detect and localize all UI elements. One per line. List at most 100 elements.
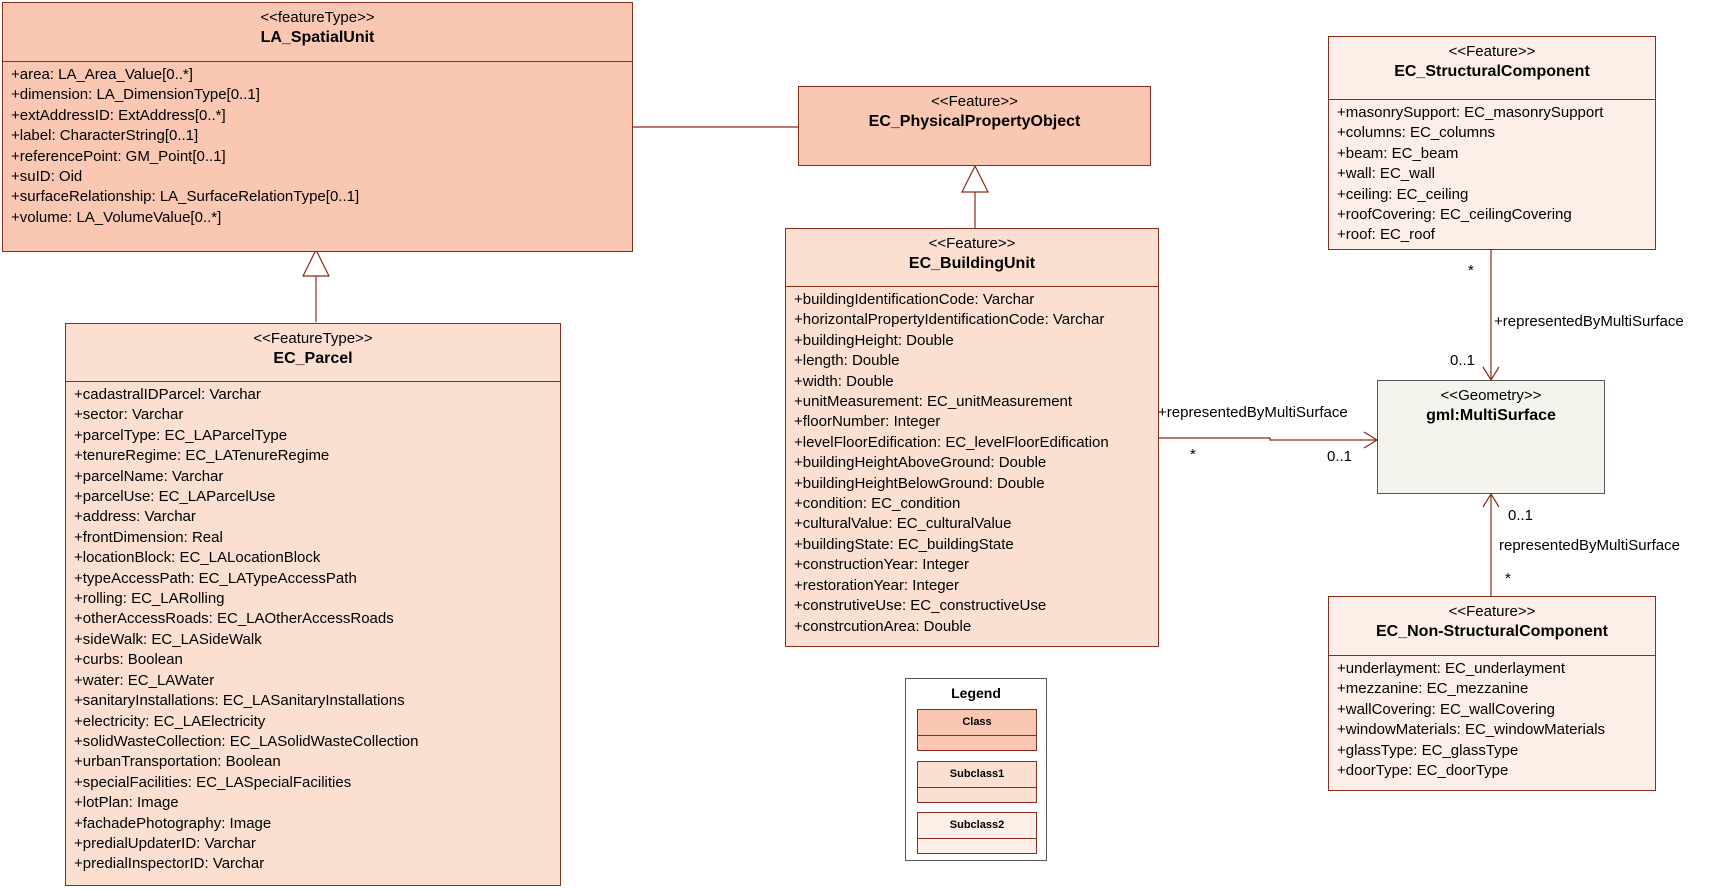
class-attribute: +floorNumber: Integer bbox=[794, 413, 941, 431]
class-attribute: +parcelName: Varchar bbox=[74, 467, 224, 485]
class-stereotype: <<Feature>> bbox=[1448, 603, 1536, 620]
class-attribute: +constructionYear: Integer bbox=[794, 556, 969, 574]
class-attribute: +wallCovering: EC_wallCovering bbox=[1337, 700, 1556, 718]
class-attribute: +water: EC_LAWater bbox=[74, 671, 215, 689]
class-attribute: +roofCovering: EC_ceilingCovering bbox=[1337, 206, 1572, 224]
class-name: EC_PhysicalPropertyObject bbox=[868, 113, 1081, 130]
class-la-spatialunit[interactable]: <<featureType>> LA_SpatialUnit +area: LA… bbox=[2, 2, 633, 252]
legend-swatch-class: Class bbox=[917, 709, 1037, 751]
class-attribute: +underlayment: EC_underlayment bbox=[1337, 660, 1566, 677]
class-stereotype: <<featureType>> bbox=[260, 9, 375, 26]
attribute-list: +cadastralIDParcel: Varchar+sector: Varc… bbox=[66, 381, 560, 885]
legend-label-subclass2: Subclass2 bbox=[918, 813, 1036, 839]
class-name: EC_Parcel bbox=[273, 350, 353, 367]
class-attribute: +length: Double bbox=[794, 352, 900, 370]
attribute-list: +buildingIdentificationCode: Varchar +hor… bbox=[786, 286, 1158, 646]
class-attribute: +fachadePhotography: Image bbox=[74, 814, 272, 832]
class-header: <<Feature>> EC_StructuralComponent bbox=[1329, 37, 1655, 82]
legend-label-class: Class bbox=[918, 710, 1036, 736]
multiplicity-structural-target: 0..1 bbox=[1450, 352, 1476, 369]
class-attribute: +typeAccessPath: EC_LATypeAccessPath bbox=[74, 569, 357, 587]
class-attribute: +dimension: LA_DimensionType[0..1] bbox=[11, 86, 260, 104]
class-stereotype: <<Feature>> bbox=[1448, 43, 1536, 60]
class-attribute: +unitMeasurement: EC_unitMeasurement bbox=[794, 393, 1073, 411]
association-line-building-surface bbox=[1159, 437, 1377, 441]
class-attribute: +label: CharacterString[0..1] bbox=[11, 127, 199, 145]
class-attribute: +constrcutionArea: Double bbox=[794, 617, 972, 635]
legend-swatch-subclass2: Subclass2 bbox=[917, 812, 1037, 854]
class-attribute: +area: LA_Area_Value[0..*] bbox=[11, 66, 193, 83]
class-name: LA_SpatialUnit bbox=[260, 29, 375, 46]
class-attribute: +horizontalPropertyIdentificationCode: V… bbox=[794, 311, 1105, 329]
class-attribute: +suID: Oid bbox=[11, 168, 83, 186]
class-attribute: +levelFloorEdification: EC_levelFloorEdi… bbox=[794, 433, 1109, 451]
class-attribute: +columns: EC_columns bbox=[1337, 124, 1495, 142]
class-header: <<Feature>> EC_Non-StructuralComponent bbox=[1329, 597, 1655, 642]
class-attribute: +rolling: EC_LARolling bbox=[74, 590, 225, 608]
class-stereotype: <<FeatureType>> bbox=[253, 330, 373, 347]
class-attribute: +beam: EC_beam bbox=[1337, 144, 1459, 162]
class-name: EC_BuildingUnit bbox=[908, 255, 1036, 272]
class-name: EC_Non-StructuralComponent bbox=[1376, 623, 1608, 640]
class-attribute: +glassType: EC_glassType bbox=[1337, 741, 1519, 759]
attribute-list: +area: LA_Area_Value[0..*] +dimension: LA… bbox=[3, 61, 632, 251]
legend-label-subclass1: Subclass1 bbox=[918, 762, 1036, 788]
role-label-nonstructural-surface: representedByMultiSurface bbox=[1499, 537, 1680, 554]
class-ec-buildingunit[interactable]: <<Feature>> EC_BuildingUnit +buildingIde… bbox=[785, 228, 1159, 647]
class-attribute: +buildingIdentificationCode: Varchar bbox=[794, 291, 1035, 308]
legend: Legend Class Subclass1 Subclass2 bbox=[905, 678, 1047, 861]
multiplicity-nonstructural-source: * bbox=[1505, 570, 1511, 587]
class-ec-structuralcomponent[interactable]: <<Feature>> EC_StructuralComponent +maso… bbox=[1328, 36, 1656, 250]
attribute-list: +underlayment: EC_underlayment+mezzanine… bbox=[1329, 655, 1655, 790]
class-attribute: +buildingHeightAboveGround: Double bbox=[794, 454, 1047, 472]
class-attribute: +urbanTransportation: Boolean bbox=[74, 753, 281, 771]
class-stereotype: <<Feature>> bbox=[928, 235, 1016, 252]
generalization-arrow-building bbox=[961, 164, 989, 193]
class-attribute: +windowMaterials: EC_windowMaterials bbox=[1337, 721, 1606, 739]
class-attribute: +sideWalk: EC_LASideWalk bbox=[74, 630, 262, 648]
class-attribute: +curbs: Boolean bbox=[74, 651, 183, 669]
class-attribute: +solidWasteCollection: EC_LASolidWasteCo… bbox=[74, 732, 419, 750]
class-stereotype: <<Feature>> bbox=[931, 93, 1018, 110]
class-attribute: +construtiveUse: EC_constructiveUse bbox=[794, 597, 1047, 615]
class-ec-nonstructuralcomponent[interactable]: <<Feature>> EC_Non-StructuralComponent +… bbox=[1328, 596, 1656, 791]
class-attribute: +electricity: EC_LAElectricity bbox=[74, 712, 266, 730]
class-gml-multisurface[interactable]: <<Geometry>> gml:MultiSurface bbox=[1377, 380, 1605, 494]
class-attribute: +tenureRegime: EC_LATenureRegime bbox=[74, 447, 330, 465]
class-attribute: +restorationYear: Integer bbox=[794, 576, 959, 594]
class-name: gml:MultiSurface bbox=[1426, 407, 1556, 424]
class-attribute: +predialInspectorID: Varchar bbox=[74, 855, 265, 873]
class-attribute: +ceiling: EC_ceiling bbox=[1337, 185, 1469, 203]
class-ec-physicalpropertyobject[interactable]: <<Feature>> EC_PhysicalPropertyObject bbox=[798, 86, 1151, 166]
class-stereotype: <<Geometry>> bbox=[1440, 387, 1542, 404]
class-attribute: +cadastralIDParcel: Varchar bbox=[74, 386, 261, 403]
class-attribute: +predialUpdaterID: Varchar bbox=[74, 834, 256, 852]
class-header: <<Feature>> EC_PhysicalPropertyObject bbox=[799, 87, 1150, 132]
class-attribute: +parcelUse: EC_LAParcelUse bbox=[74, 488, 276, 506]
multiplicity-building-source: * bbox=[1190, 446, 1196, 463]
generalization-arrow-parcel bbox=[302, 248, 330, 277]
class-attribute: +parcelType: EC_LAParcelType bbox=[74, 426, 288, 444]
role-label-structural-surface: +representedByMultiSurface bbox=[1494, 313, 1684, 330]
multiplicity-structural-source: * bbox=[1468, 262, 1474, 279]
class-attribute: +address: Varchar bbox=[74, 508, 196, 526]
legend-swatch-subclass1: Subclass1 bbox=[917, 761, 1037, 803]
multiplicity-building-target: 0..1 bbox=[1327, 448, 1353, 465]
class-attribute: +buildingState: EC_buildingState bbox=[794, 535, 1014, 553]
attribute-list: +masonrySupport: EC_masonrySupport+colum… bbox=[1329, 99, 1655, 249]
class-attribute: +specialFacilities: EC_LASpecialFaciliti… bbox=[74, 773, 352, 791]
class-attribute: +doorType: EC_doorType bbox=[1337, 762, 1509, 780]
class-attribute: +wall: EC_wall bbox=[1337, 165, 1435, 183]
class-attribute: +otherAccessRoads: EC_LAOtherAccessRoads bbox=[74, 610, 394, 628]
class-attribute: +lotPlan: Image bbox=[74, 794, 179, 812]
class-attribute: +buildingHeight: Double bbox=[794, 331, 954, 349]
class-ec-parcel[interactable]: <<FeatureType>> EC_Parcel +cadastralIDPa… bbox=[65, 323, 561, 886]
class-attribute: +width: Double bbox=[794, 372, 894, 390]
class-attribute: +locationBlock: EC_LALocationBlock bbox=[74, 549, 321, 567]
class-attribute: +buildingHeightBelowGround: Double bbox=[794, 474, 1045, 492]
association-arrow-nonstructural-surface bbox=[1482, 492, 1500, 508]
class-attribute: +frontDimension: Real bbox=[74, 528, 223, 546]
class-header: <<featureType>> LA_SpatialUnit bbox=[3, 3, 632, 48]
legend-title: Legend bbox=[951, 685, 1001, 701]
